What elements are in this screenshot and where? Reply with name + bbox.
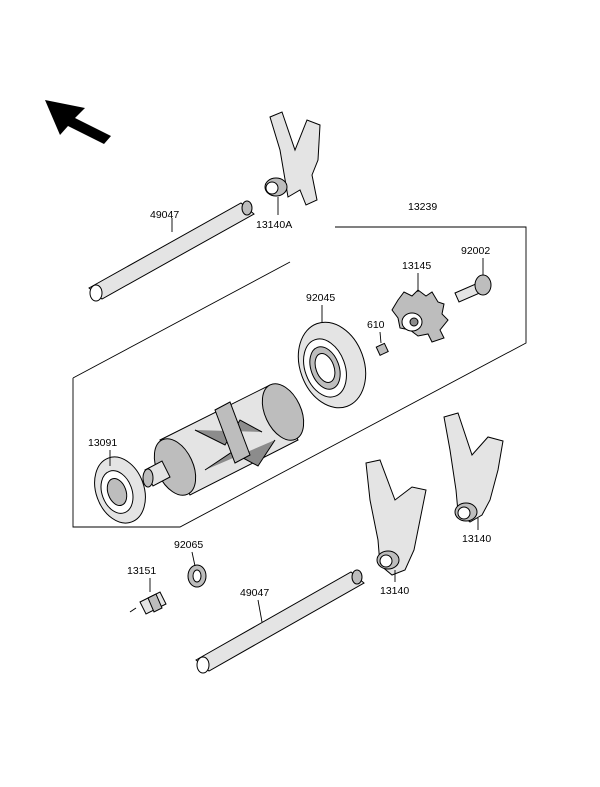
- shift-fork-13140a: [264, 111, 321, 215]
- shift-fork-13140-left: [365, 459, 427, 582]
- label-92002: 92002: [461, 245, 490, 257]
- shaft-top: [88, 200, 255, 302]
- label-13091: 13091: [88, 437, 117, 449]
- label-49047-bottom: 49047: [240, 587, 269, 599]
- shift-fork-13140-right: [443, 412, 504, 530]
- label-49047-top: 49047: [150, 209, 179, 221]
- pin-610: [375, 331, 389, 356]
- label-13140a: 13140A: [256, 219, 292, 231]
- label-610: 610: [367, 319, 385, 331]
- neutral-switch-13151: [129, 578, 167, 615]
- bolt-92002: [454, 258, 492, 303]
- label-13239: 13239: [408, 201, 437, 213]
- label-13145: 13145: [402, 260, 431, 272]
- label-92065: 92065: [174, 539, 203, 551]
- shaft-bottom: [195, 569, 365, 674]
- label-13151: 13151: [127, 565, 156, 577]
- label-92045: 92045: [306, 292, 335, 304]
- label-13140-left: 13140: [380, 585, 409, 597]
- drum-cam-13145: [391, 273, 449, 343]
- bearing-13091: [94, 450, 146, 524]
- bearing-92045: [297, 305, 367, 409]
- assembly-box-13239: [72, 226, 527, 528]
- label-13140-right: 13140: [462, 533, 491, 545]
- direction-arrow-icon: [45, 100, 111, 144]
- shift-drum: [142, 383, 305, 496]
- washer-92065: [187, 551, 207, 588]
